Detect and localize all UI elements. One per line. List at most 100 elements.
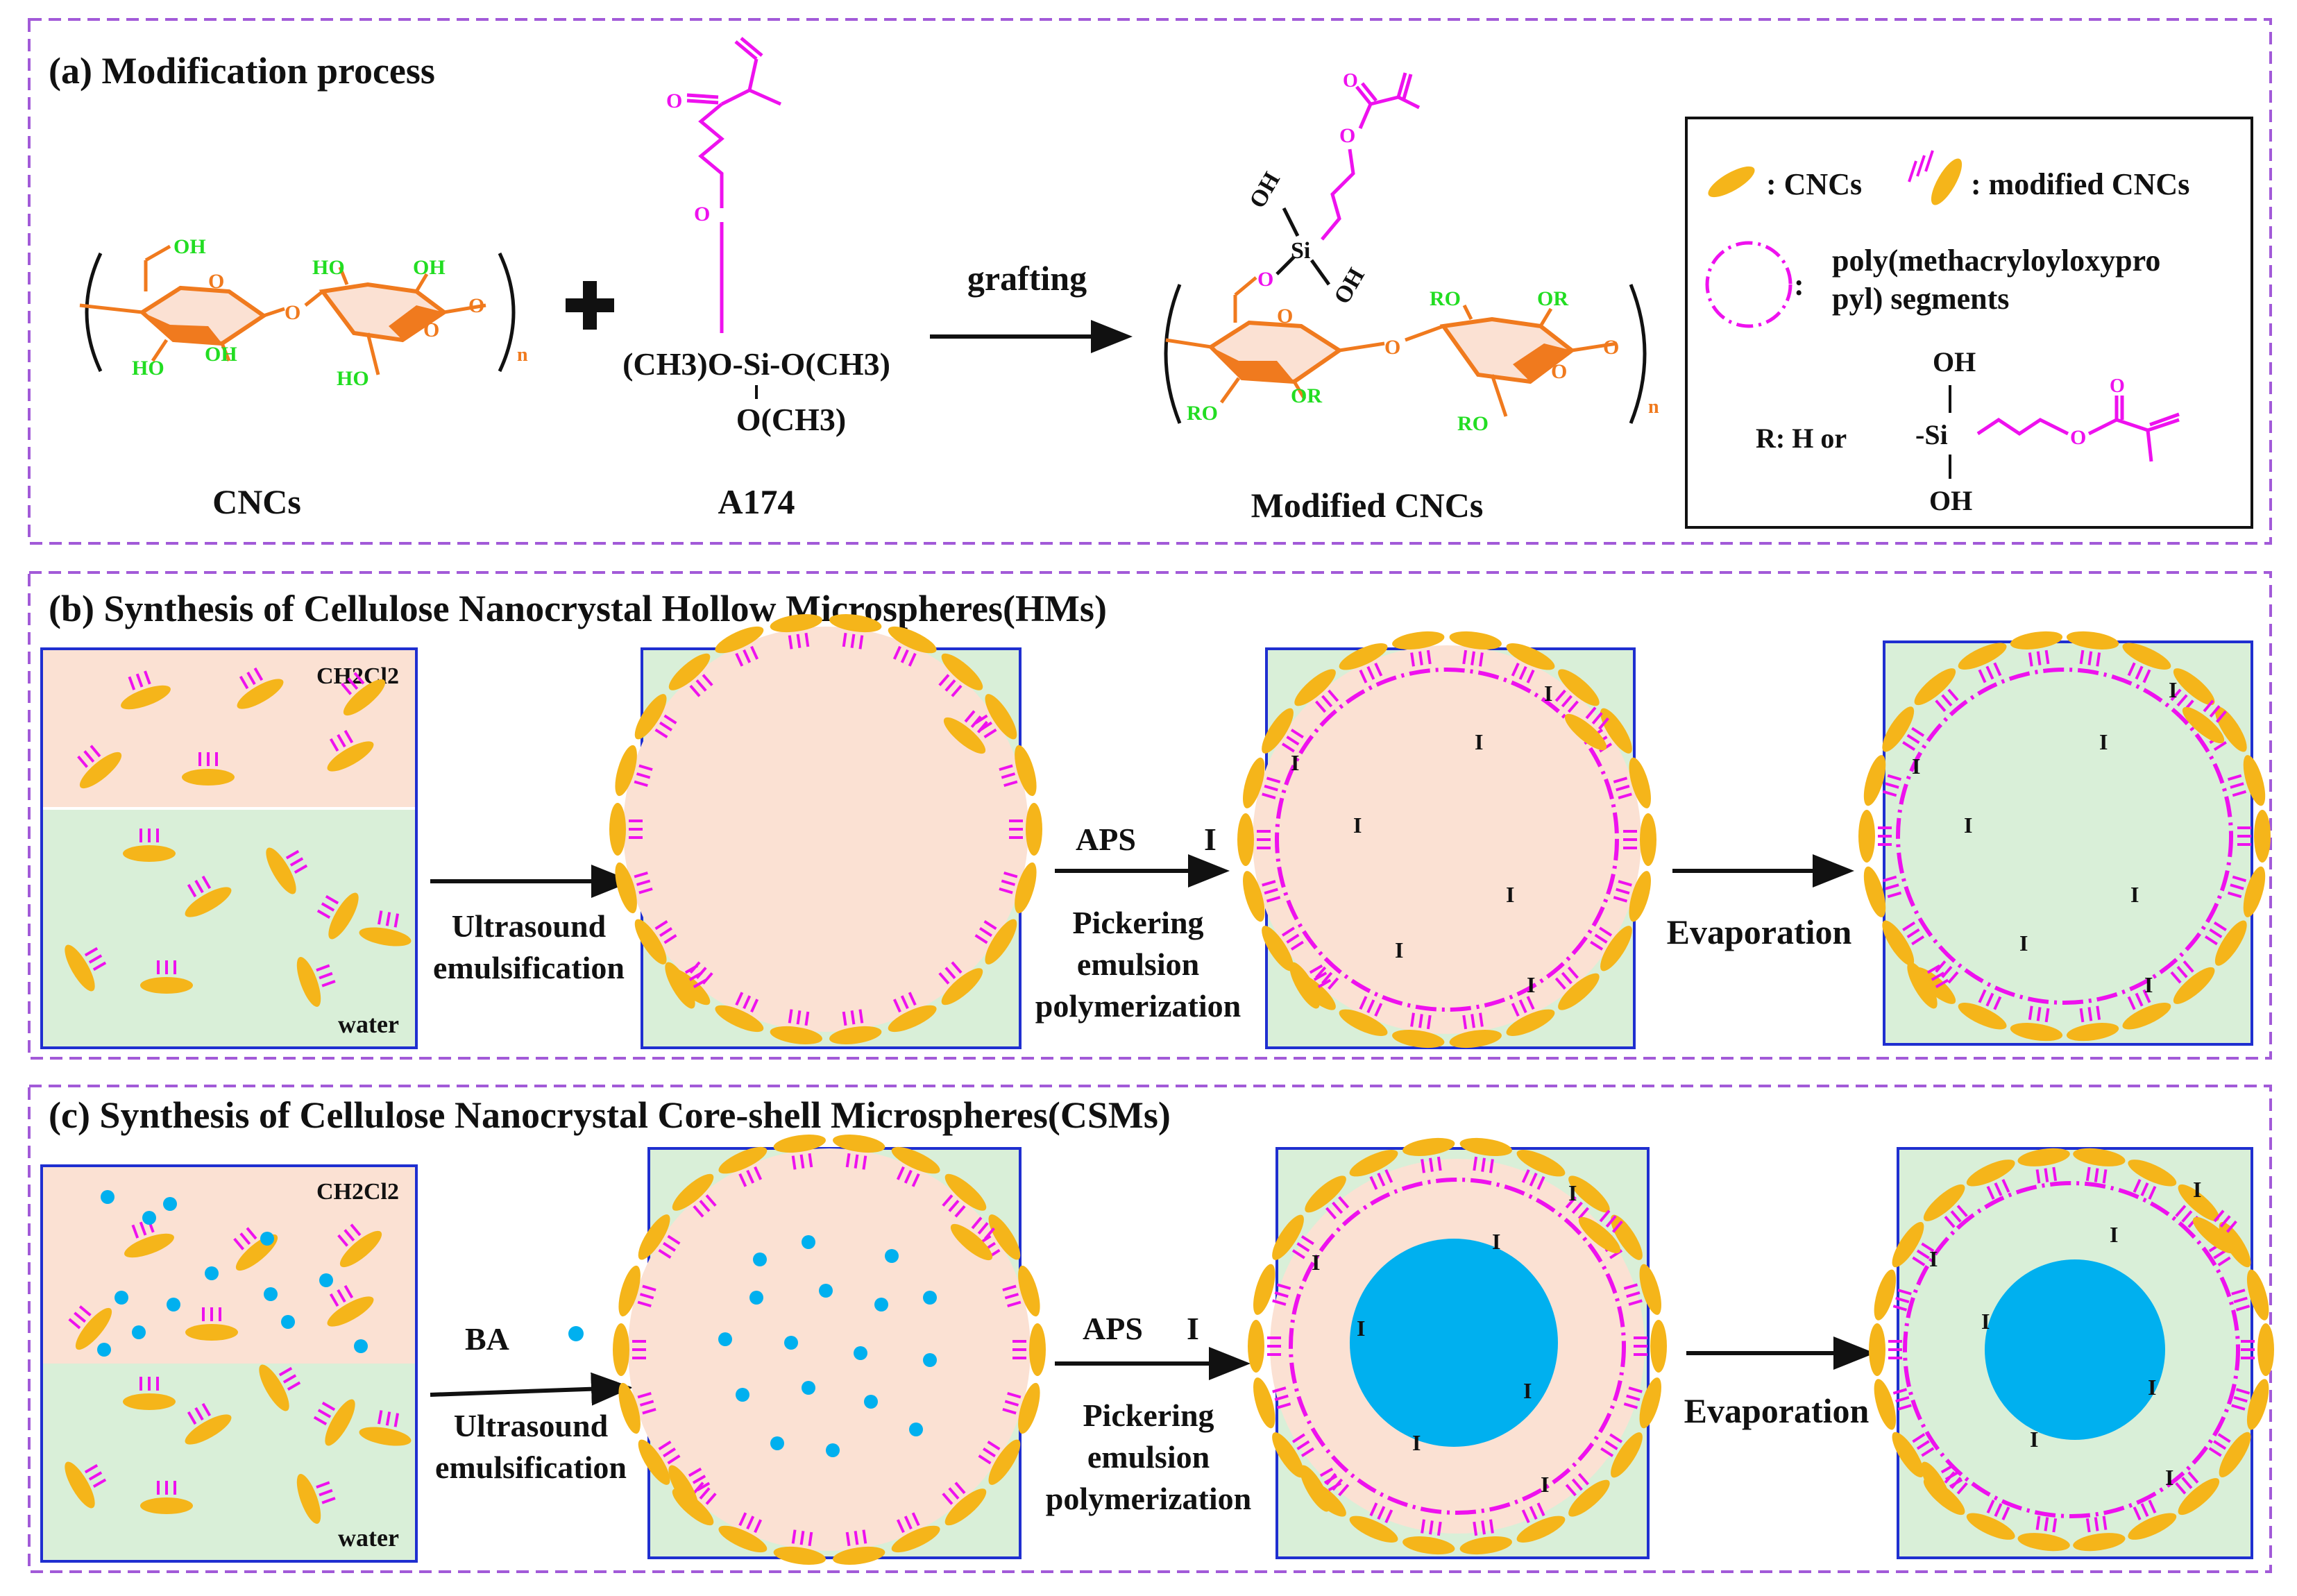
modified-cnc-rod [1564, 706, 1609, 751]
c3-core [1350, 1239, 1558, 1447]
modified-cnc-rod [1590, 926, 1632, 971]
ba-droplet-dot [819, 1284, 833, 1298]
b-step2-line1: Pickering [1072, 905, 1203, 940]
modified-cnc-rod [2227, 755, 2266, 806]
ba-droplet-dot [354, 1339, 368, 1353]
modified-cnc-rod [718, 1146, 768, 1187]
svg-text:O: O [1384, 336, 1400, 359]
ba-droplet-dot [163, 1197, 177, 1211]
c-water-label: water [338, 1524, 399, 1552]
cncs-label: CNCs [212, 482, 301, 521]
c-step2-line2: emulsion [1087, 1439, 1210, 1475]
modified-cnc-rod [1506, 996, 1555, 1036]
modified-cnc-rod [638, 1214, 681, 1260]
modified-cnc-rod [2182, 699, 2227, 744]
grafting-label: grafting [967, 259, 1087, 298]
ba-droplet-dot [923, 1353, 937, 1367]
modified-cnc-rod [2017, 1148, 2070, 1184]
modified-cnc-rod [1958, 643, 2007, 684]
initiator-mark: I [2019, 931, 2028, 956]
modified-cnc-rod [999, 745, 1037, 797]
a174-label: A174 [718, 482, 795, 521]
modified-cnc-rod [618, 1265, 656, 1317]
oh-label-6: HO [337, 367, 369, 390]
ro-label-1: RO [1187, 402, 1218, 425]
legend-cncs-label: : CNCs [1766, 167, 1862, 201]
ro-label-4: OR [1537, 287, 1568, 310]
initiator-mark: I [1395, 937, 1403, 962]
ba-droplet-dot [909, 1423, 923, 1436]
modified-cnc-rod [2122, 643, 2171, 684]
section-a-title: (a) Modification process [49, 50, 435, 92]
c-panel-1: CH2Cl2 water [40, 1164, 418, 1563]
modified-cnc-rod [718, 1512, 768, 1553]
modified-cnc-rod [1516, 1502, 1566, 1543]
svg-text:O: O [1257, 268, 1273, 291]
ba-droplet-dot [802, 1381, 815, 1395]
modified-cnc-rod [2073, 1516, 2126, 1552]
initiator-mark: I [1312, 1250, 1320, 1275]
modified-cnc-rod [359, 1410, 412, 1446]
svg-text:O: O [208, 270, 224, 293]
ba-droplet-dot [101, 1190, 115, 1204]
modified-cnc-rod [1243, 871, 1281, 922]
initiator-mark: I [1353, 813, 1362, 838]
modified-cnc-rod [1262, 926, 1304, 971]
ba-droplet-dot [115, 1291, 128, 1305]
ba-droplet-dot [802, 1235, 815, 1249]
initiator-mark: I [2030, 1427, 2038, 1452]
modified-cnc-rod [1459, 1519, 1512, 1555]
initiator-mark: I [1964, 813, 1972, 838]
modified-cnc-rod [613, 1323, 646, 1376]
modified-cnc-rod [1858, 810, 1892, 863]
modified-cnc-rod [185, 1402, 232, 1445]
ba-droplet-dot [874, 1298, 888, 1311]
legend-r-oh-top: OH [1933, 346, 1976, 377]
modified-cnc-rod [1009, 803, 1042, 856]
oh-label-3: OH [205, 343, 237, 366]
a174-formula-bottom: O(CH3) [736, 402, 846, 437]
modified-cnc-rod [1002, 1265, 1040, 1317]
modified-cnc-rod [185, 1307, 238, 1341]
modified-cnc-rod [2073, 1148, 2126, 1184]
oh-label-5: OH [413, 256, 446, 279]
modified-cnc-rod [1613, 871, 1651, 922]
ba-droplet-dot [923, 1291, 937, 1305]
modified-cnc-rod [978, 1439, 1021, 1485]
section-b-frame [28, 571, 2272, 1060]
modified-cnc-rod [2231, 1379, 2269, 1430]
legend-segment-line2: pyl) segments [1832, 282, 2009, 316]
modified-cnc-rod [1449, 631, 1502, 667]
modified-cnc-rod [2017, 1516, 2070, 1552]
modified-cnc-rod [999, 862, 1037, 914]
modified-cnc-rod [65, 1461, 107, 1509]
ba-droplet-dot [784, 1336, 798, 1350]
modified-cnc-rod [1565, 1175, 1610, 1220]
si-label: Si [1291, 238, 1310, 264]
modified-cnc-rod [2010, 631, 2063, 667]
modified-cnc-rod [1578, 1209, 1623, 1254]
svg-text:O: O [694, 203, 710, 226]
initiator-mark: I [2148, 1375, 2156, 1400]
modified-cnc-rod [296, 1474, 336, 1524]
modified-cnc-rod [1392, 631, 1445, 667]
oh-label-4: HO [312, 256, 345, 279]
b-initiator-label: I [1204, 822, 1217, 857]
modified-cnc-rod [1882, 920, 1925, 966]
modified-cnc-rod [1921, 1461, 1963, 1509]
modified-cnc-rod [1882, 706, 1925, 752]
modified-cnc-rod [891, 1146, 940, 1187]
ba-droplet-dot [319, 1273, 333, 1287]
modified-cnc-rod [2208, 1432, 2251, 1477]
modified-cnc-rod [2204, 920, 2247, 966]
c4-core [1985, 1259, 2165, 1440]
si-oh-top: OH [1245, 168, 1285, 212]
modified-cnc-rod [65, 944, 107, 992]
modified-cnc-rod [833, 1135, 885, 1170]
modified-cnc-rod [1262, 708, 1304, 754]
c-arrow-1 [430, 1372, 633, 1406]
modified-cnc-rod [1892, 1222, 1935, 1268]
modified-cnc-rod [615, 862, 653, 914]
